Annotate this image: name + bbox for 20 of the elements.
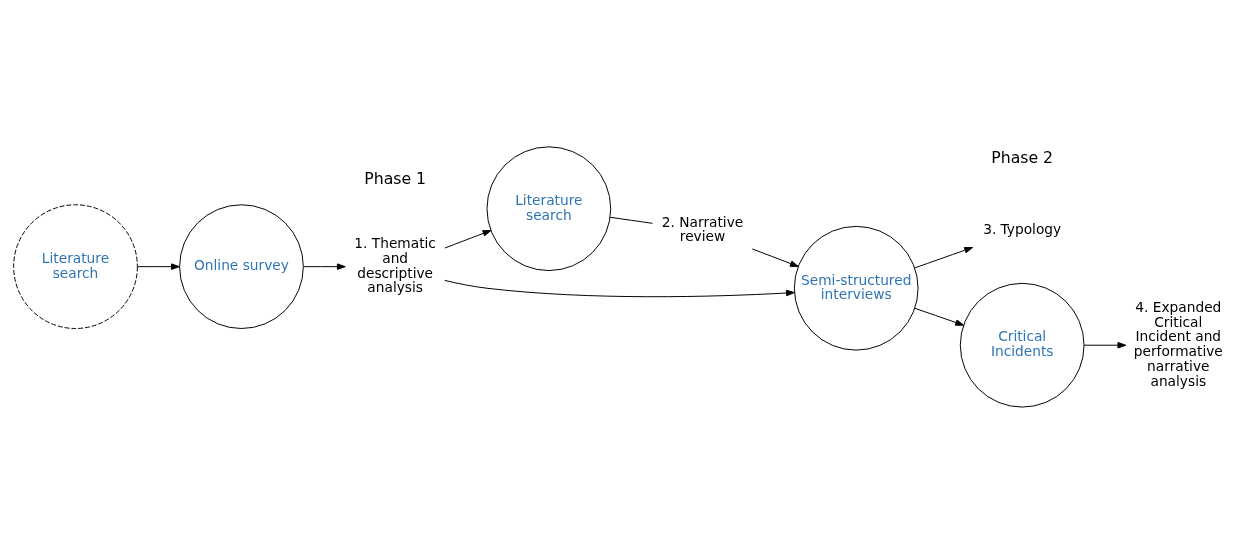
node-circle: Literature search	[486, 145, 612, 271]
arrow	[914, 307, 965, 326]
arrow	[914, 246, 974, 268]
node-circle: Critical Incidents	[959, 282, 1085, 408]
label: Phase 1	[364, 168, 427, 188]
arrow	[444, 229, 492, 248]
arrow	[1083, 341, 1127, 348]
node-text: 2. Narrative review	[661, 213, 744, 244]
node-text: 3. Typology	[983, 220, 1062, 237]
node-text: 1. Thematic and descriptive analysis	[354, 234, 436, 295]
arrow	[751, 247, 799, 267]
arrow	[303, 262, 346, 270]
node-text: 4. Expanded Critical Incident and performative narrative analysis	[1133, 298, 1223, 389]
node-circle: Literature search	[13, 203, 138, 329]
node-circle: Online survey	[179, 203, 304, 329]
label: Phase 2	[991, 147, 1054, 167]
arrow	[444, 279, 795, 297]
node-circle: Semi-structured interviews	[793, 225, 919, 351]
arrow	[137, 262, 180, 270]
connector	[609, 216, 654, 224]
